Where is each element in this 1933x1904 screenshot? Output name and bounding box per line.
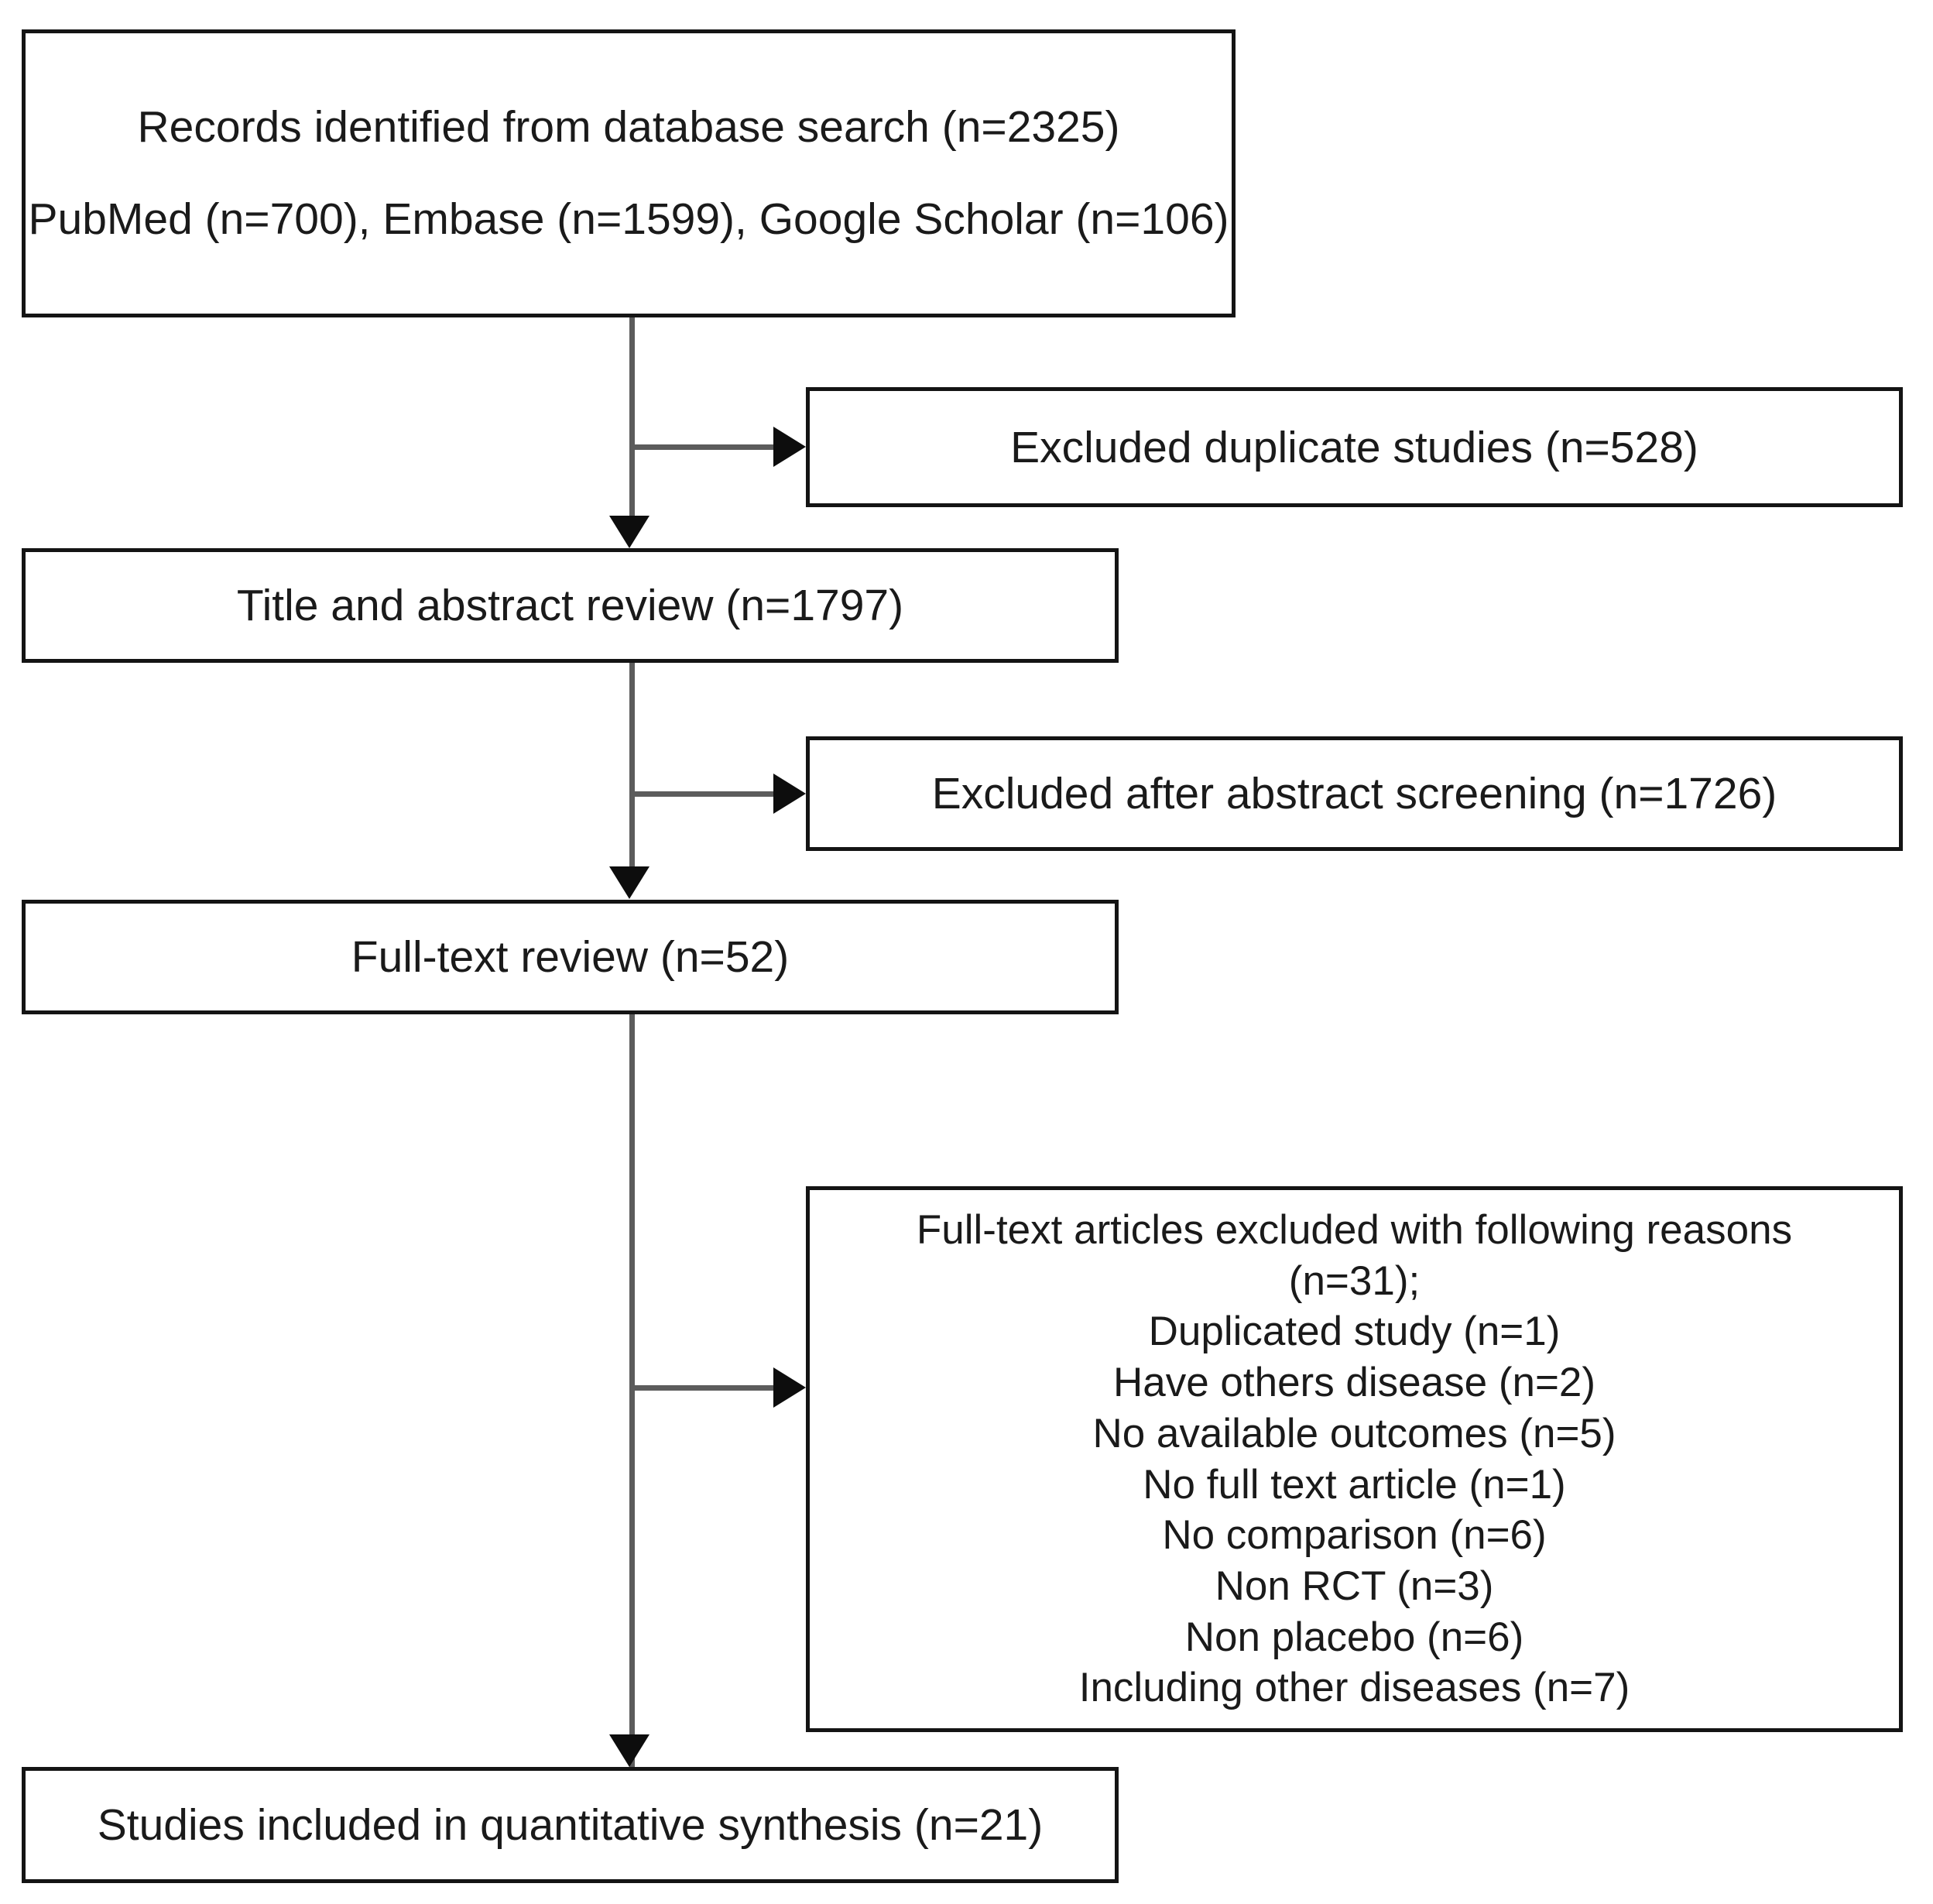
excluded-abstract-label: Excluded after abstract screening (n=172… xyxy=(931,769,1777,818)
excluded-reason-duplicated-study: Duplicated study (n=1) xyxy=(1148,1309,1561,1355)
node-full-text-excluded-reasons: Full-text articles excluded with followi… xyxy=(806,1186,1903,1732)
excluded-reason-no-comparison: No comparison (n=6) xyxy=(1162,1512,1547,1559)
studies-included-label: Studies included in quantitative synthes… xyxy=(97,1800,1044,1850)
node-studies-included: Studies included in quantitative synthes… xyxy=(22,1767,1119,1883)
arrowhead-down-to-fulltext-review xyxy=(609,866,649,899)
arrowhead-down-to-included xyxy=(609,1734,649,1767)
connector-to-excluded-reasons xyxy=(629,1385,778,1391)
node-excluded-duplicate-studies: Excluded duplicate studies (n=528) xyxy=(806,387,1903,507)
arrowhead-right-to-excluded-abstract xyxy=(773,774,806,814)
node-records-identified: Records identified from database search … xyxy=(22,29,1236,317)
node-excluded-after-abstract-screening: Excluded after abstract screening (n=172… xyxy=(806,736,1903,851)
node-full-text-review: Full-text review (n=52) xyxy=(22,900,1119,1014)
excluded-reason-including-other-diseases: Including other diseases (n=7) xyxy=(1078,1665,1630,1711)
connector-to-excluded-abstract xyxy=(629,791,778,797)
fulltext-review-label: Full-text review (n=52) xyxy=(351,932,790,982)
title-abstract-label: Title and abstract review (n=1797) xyxy=(236,581,904,630)
excluded-reasons-total: (n=31); xyxy=(1288,1257,1421,1304)
records-identified-sources: PubMed (n=700), Embase (n=1599), Google … xyxy=(28,194,1229,244)
excluded-reason-have-others-disease: Have others disease (n=2) xyxy=(1112,1360,1596,1406)
connector-to-excluded-duplicates xyxy=(629,444,778,450)
records-identified-total: Records identified from database search … xyxy=(137,102,1120,152)
excluded-reason-non-placebo: Non placebo (n=6) xyxy=(1184,1614,1524,1660)
excluded-reason-non-rct: Non RCT (n=3) xyxy=(1215,1563,1494,1609)
arrowhead-right-to-excluded-reasons xyxy=(773,1367,806,1408)
excluded-reason-no-available-outcomes: No available outcomes (n=5) xyxy=(1092,1410,1616,1456)
excluded-reasons-heading: Full-text articles excluded with followi… xyxy=(916,1206,1793,1253)
connector-identification-to-screening xyxy=(629,317,635,520)
connector-eligibility-to-included xyxy=(629,1014,635,1775)
connector-screening-to-eligibility xyxy=(629,663,635,870)
node-title-and-abstract-review: Title and abstract review (n=1797) xyxy=(22,548,1119,663)
excluded-reason-no-full-text-article: No full text article (n=1) xyxy=(1143,1461,1566,1508)
arrowhead-right-to-excluded-duplicates xyxy=(773,427,806,467)
arrowhead-down-to-title-abstract xyxy=(609,516,649,548)
excluded-duplicates-label: Excluded duplicate studies (n=528) xyxy=(1010,422,1698,472)
